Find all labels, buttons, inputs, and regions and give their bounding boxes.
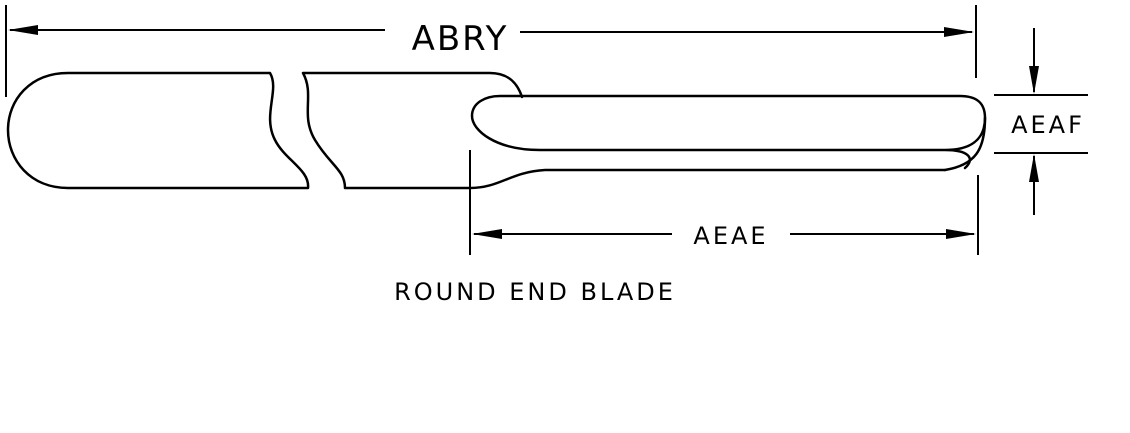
aeae-label: AEAE	[693, 222, 768, 250]
aeaf-arrow-down-icon	[1029, 66, 1039, 94]
handle-left-section	[6, 71, 310, 190]
abry-arrow-left-icon	[8, 25, 38, 35]
aeae-arrow-right-icon	[946, 229, 976, 239]
aeaf-label: AEAF	[1011, 111, 1085, 139]
abry-arrow-right-icon	[944, 27, 974, 37]
handle-right-section	[301, 71, 947, 190]
aeaf-arrow-up-icon	[1029, 154, 1039, 182]
aeae-arrow-left-icon	[472, 229, 502, 239]
blade-outline	[470, 94, 987, 170]
blade-end-curve	[943, 116, 987, 172]
abry-label: ABRY	[412, 19, 509, 59]
diagram-caption: ROUND END BLADE	[394, 278, 676, 306]
